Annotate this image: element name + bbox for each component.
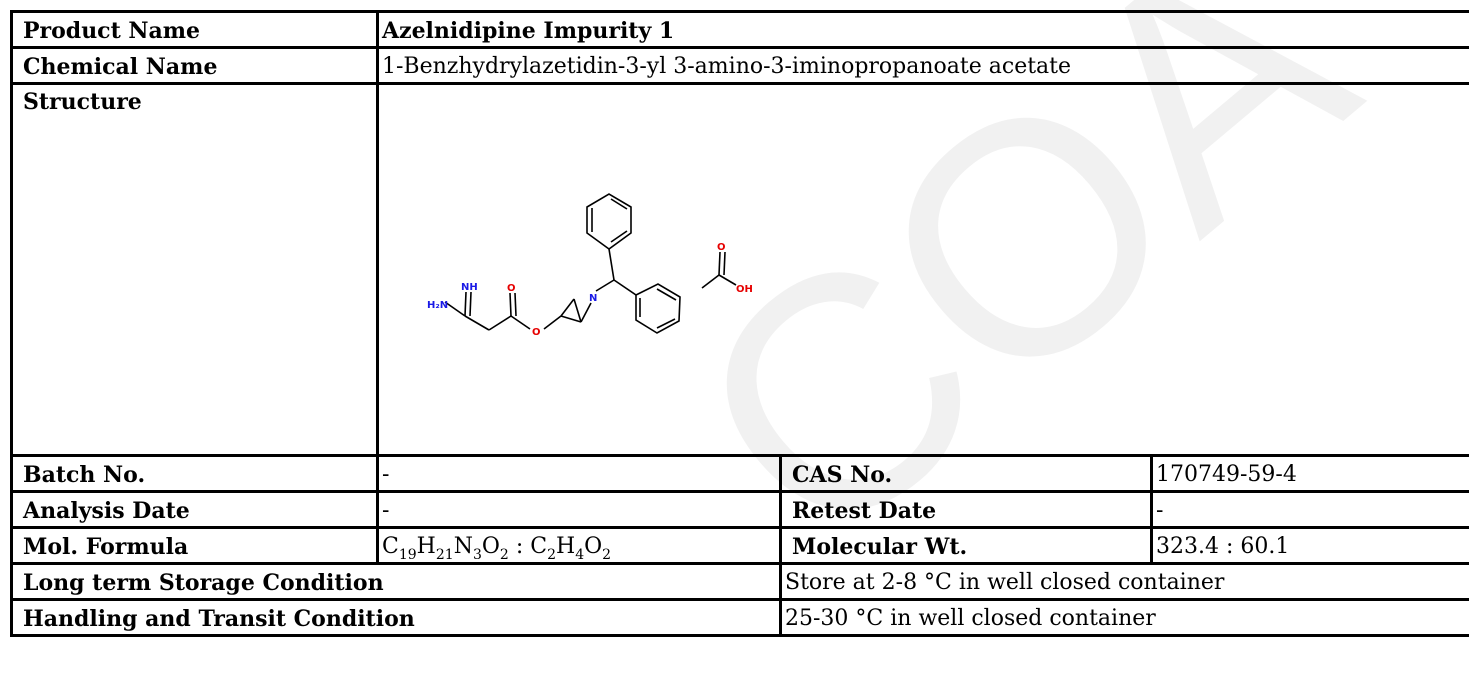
atom-o-carbonyl: O [507,283,516,294]
atom-oh: OH [736,284,753,295]
atom-n: N [589,293,597,304]
row-dates: Analysis Date - Retest Date - [10,490,1469,529]
row-storage: Long term Storage Condition Store at 2-8… [10,562,1469,601]
structure-image: NH H₂N O O N O OH [427,193,753,338]
mol-formula-label: Mol. Formula [10,526,379,565]
chemical-name-label: Chemical Name [10,46,379,85]
molecular-wt-value: 323.4 : 60.1 [1149,526,1469,565]
row-handling: Handling and Transit Condition 25-30 °C … [10,598,1469,637]
atom-nh: NH [461,282,478,293]
retest-date-label: Retest Date [779,490,1153,529]
structure-cell: NH H₂N O O N O OH [375,82,1469,457]
storage-label: Long term Storage Condition [10,562,782,601]
handling-value: 25-30 °C in well closed container [778,598,1469,637]
row-structure: Structure [10,82,1469,457]
batch-no-label: Batch No. [10,454,379,493]
handling-label: Handling and Transit Condition [10,598,782,637]
atom-o-acid: O [717,242,726,253]
storage-value: Store at 2-8 °C in well closed container [778,562,1469,601]
atom-h2n: H₂N [427,300,448,311]
row-product-name: Product Name Azelnidipine Impurity 1 [10,10,1469,49]
cas-no-label: CAS No. [779,454,1153,493]
product-name-value: Azelnidipine Impurity 1 [375,10,1469,49]
row-formula-weight: Mol. Formula C19H21N3O2 : C2H4O2 Molecul… [10,526,1469,565]
batch-no-value: - [376,454,782,493]
row-batch-cas: Batch No. - CAS No. 170749-59-4 [10,454,1469,493]
retest-date-value: - [1149,490,1469,529]
atom-o-ester: O [532,327,541,338]
mol-formula-value: C19H21N3O2 : C2H4O2 [376,526,782,565]
coa-table: Product Name Azelnidipine Impurity 1 Che… [10,10,1469,637]
analysis-date-value: - [376,490,782,529]
row-chemical-name: Chemical Name 1-Benzhydrylazetidin-3-yl … [10,46,1469,85]
chemical-name-value: 1-Benzhydrylazetidin-3-yl 3-amino-3-imin… [375,46,1469,85]
product-name-label: Product Name [10,10,379,49]
structure-label: Structure [10,82,379,457]
cas-no-value: 170749-59-4 [1149,454,1469,493]
bonds [444,193,737,334]
molecular-wt-label: Molecular Wt. [779,526,1153,565]
analysis-date-label: Analysis Date [10,490,379,529]
atom-labels: NH H₂N O O N O OH [427,242,753,338]
